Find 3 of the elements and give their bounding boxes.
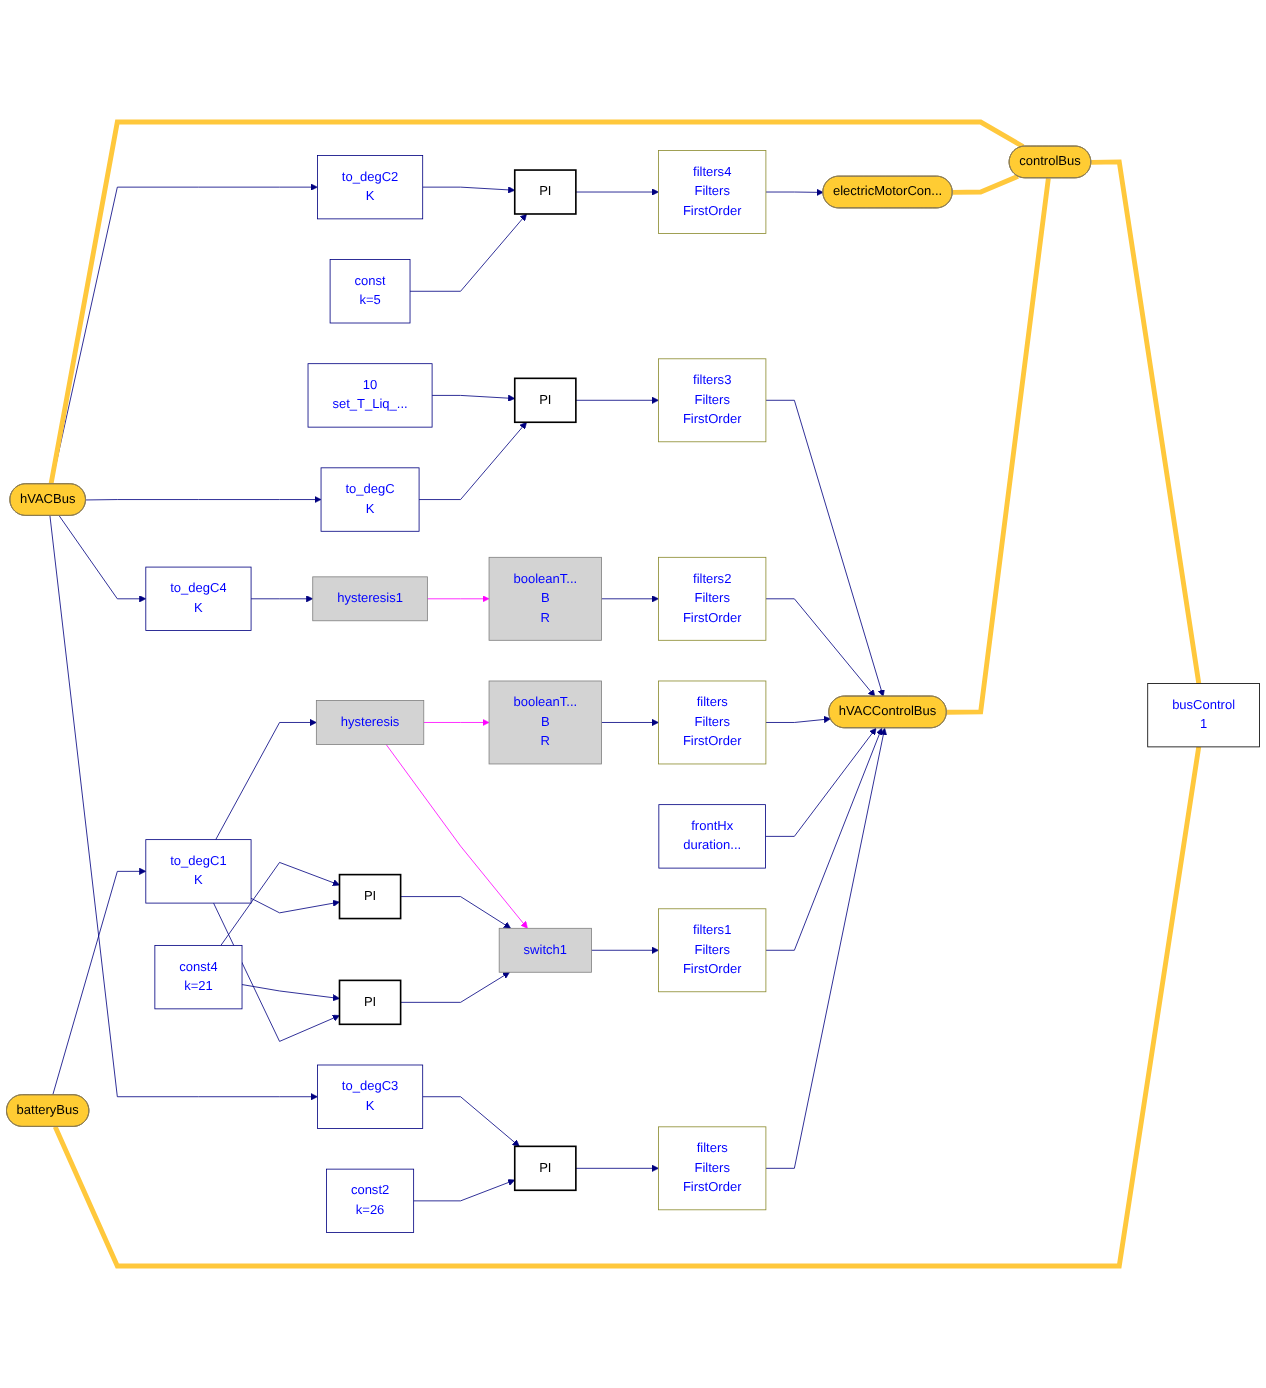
connector bbox=[952, 174, 1019, 195]
connector bbox=[1091, 159, 1202, 684]
connector bbox=[946, 177, 1051, 715]
